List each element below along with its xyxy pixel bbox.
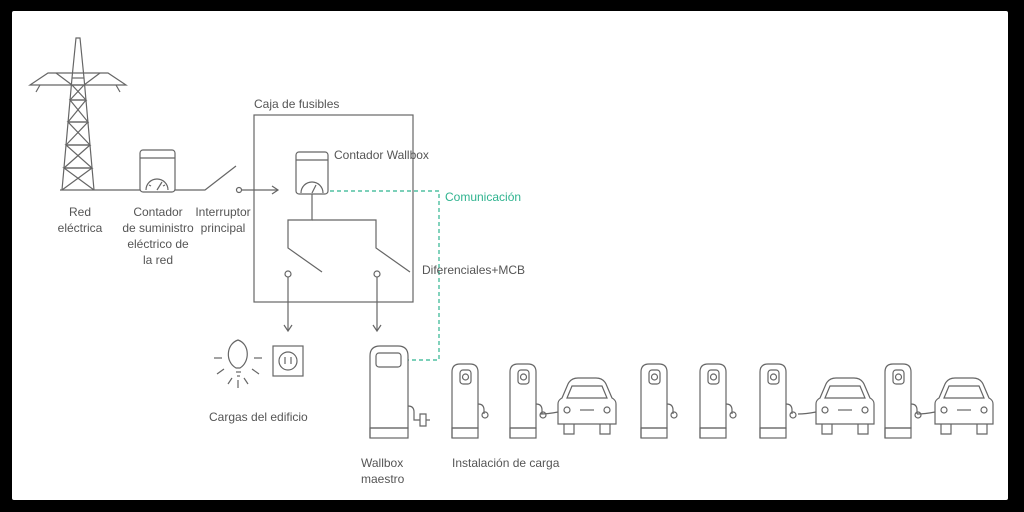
socket-icon	[272, 345, 304, 377]
label-master-wallbox: Wallbox maestro	[361, 456, 405, 486]
label-communication: Comunicación	[445, 190, 522, 204]
label-fuse-box: Caja de fusibles	[254, 97, 340, 111]
label-breakers: Diferenciales+MCB	[422, 263, 526, 277]
label-wallbox-meter: Contador Wallbox	[334, 148, 429, 162]
wallbox-icon	[451, 363, 489, 439]
power-tower-icon	[28, 37, 128, 191]
wallbox-icon	[884, 363, 922, 439]
label-main-switch: Interruptor principal	[195, 205, 251, 235]
label-charging-install: Instalación de carga	[452, 456, 560, 470]
car-icon	[916, 377, 994, 435]
label-utility-meter: Contador de suministro eléctrico de la r…	[122, 205, 194, 267]
light-bulb-icon	[214, 339, 262, 388]
meter-icon	[295, 151, 329, 195]
meter-icon	[139, 149, 176, 193]
label-grid: Red eléctrica	[57, 205, 103, 235]
car-icon	[797, 377, 875, 435]
wallbox-icon	[699, 363, 737, 439]
wallbox-icon	[759, 363, 797, 439]
wallbox-icon	[509, 363, 547, 439]
fuse-box	[253, 114, 414, 303]
wallbox-icon	[640, 363, 678, 439]
charging-installation	[451, 363, 994, 439]
wallbox-icon	[369, 345, 430, 439]
label-building-loads: Cargas del edificio	[209, 410, 308, 424]
car-icon	[539, 377, 617, 435]
